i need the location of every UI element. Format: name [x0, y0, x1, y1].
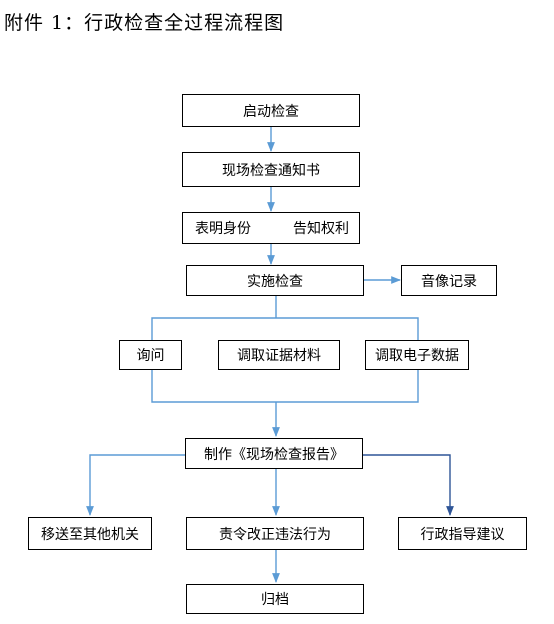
node-identity: 表明身份 告知权利	[182, 212, 360, 244]
node-correct: 责令改正违法行为	[186, 517, 364, 550]
node-start: 启动检查	[182, 94, 360, 127]
node-inspect: 实施检查	[186, 265, 364, 296]
arrow-report-transfer	[86, 454, 185, 516]
node-notice: 现场检查通知书	[182, 152, 360, 187]
node-record: 音像记录	[401, 265, 497, 296]
node-evidence: 调取证据材料	[218, 340, 340, 370]
rights-label: 告知权利	[293, 221, 349, 237]
node-archive: 归档	[186, 584, 364, 614]
node-transfer: 移送至其他机关	[28, 517, 152, 550]
identity-label: 表明身份	[195, 221, 251, 237]
page-title: 附件 1：行政检查全过程流程图	[4, 12, 285, 34]
arrow-report-guidance	[363, 454, 454, 516]
node-inquiry: 询问	[119, 340, 182, 370]
bracket-top	[151, 317, 419, 340]
node-report: 制作《现场检查报告》	[185, 438, 363, 469]
bracket-bottom	[151, 370, 419, 403]
node-edata: 调取电子数据	[365, 340, 469, 370]
node-guidance: 行政指导建议	[398, 517, 527, 550]
